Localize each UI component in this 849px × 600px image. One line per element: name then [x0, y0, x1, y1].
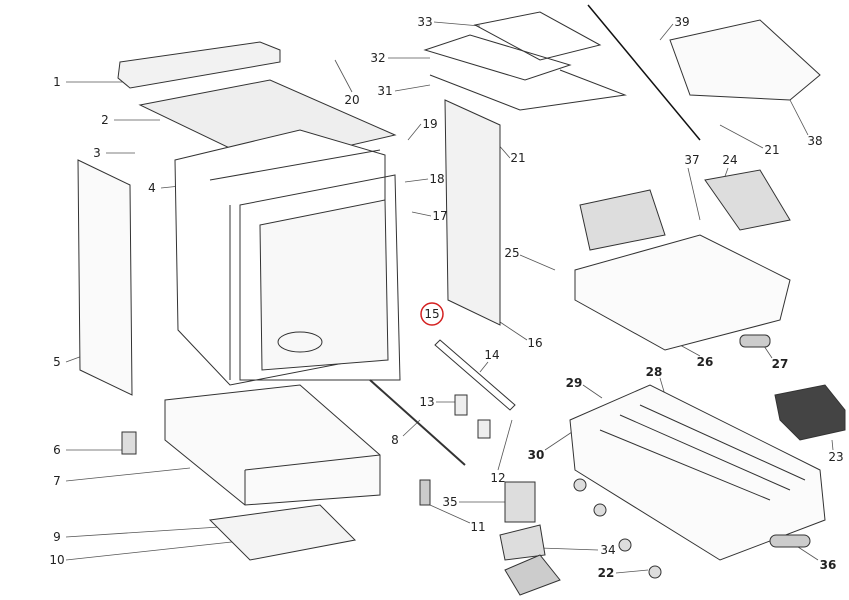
callout-8[interactable]: 8	[391, 433, 399, 447]
callout-38[interactable]: 38	[807, 134, 823, 148]
callout-20[interactable]: 20	[344, 93, 360, 107]
callout-19[interactable]: 19	[422, 117, 438, 131]
callout-34[interactable]: 34	[600, 543, 616, 557]
callout-14[interactable]: 14	[484, 348, 500, 362]
callout-25[interactable]: 25	[504, 246, 520, 260]
callout-33[interactable]: 33	[417, 15, 433, 29]
callout-39[interactable]: 39	[674, 15, 690, 29]
callout-30[interactable]: 30	[527, 448, 545, 462]
callout-3[interactable]: 3	[93, 146, 101, 160]
callout-16[interactable]: 16	[527, 336, 543, 350]
callout-6[interactable]: 6	[53, 443, 61, 457]
callout-9[interactable]: 9	[53, 530, 61, 544]
callout-17[interactable]: 17	[432, 209, 448, 223]
callout-24[interactable]: 24	[722, 153, 738, 167]
callout-26[interactable]: 26	[696, 355, 714, 369]
callout-37[interactable]: 37	[684, 153, 700, 167]
callout-23[interactable]: 23	[828, 450, 844, 464]
callout-22[interactable]: 22	[597, 566, 615, 580]
callout-7[interactable]: 7	[53, 474, 61, 488]
highlight-ring	[420, 302, 444, 326]
callout-10[interactable]: 10	[49, 553, 65, 567]
callout-32[interactable]: 32	[370, 51, 386, 65]
callout-15-highlighted[interactable]: 15	[424, 307, 440, 321]
callout-21-upper-basket[interactable]: 21	[764, 143, 780, 157]
callout-31[interactable]: 31	[377, 84, 393, 98]
callout-21[interactable]: 21	[510, 151, 526, 165]
callout-4[interactable]: 4	[148, 181, 156, 195]
callout-5[interactable]: 5	[53, 355, 61, 369]
callout-36[interactable]: 36	[819, 558, 837, 572]
callout-2[interactable]: 2	[101, 113, 109, 127]
callout-12[interactable]: 12	[490, 471, 506, 485]
callout-1[interactable]: 1	[53, 75, 61, 89]
callout-29[interactable]: 29	[565, 376, 583, 390]
callout-35[interactable]: 35	[442, 495, 458, 509]
callout-11[interactable]: 11	[470, 520, 486, 534]
callout-13[interactable]: 13	[419, 395, 435, 409]
callout-27[interactable]: 27	[771, 357, 789, 371]
callout-28[interactable]: 28	[645, 365, 663, 379]
callout-18[interactable]: 18	[429, 172, 445, 186]
